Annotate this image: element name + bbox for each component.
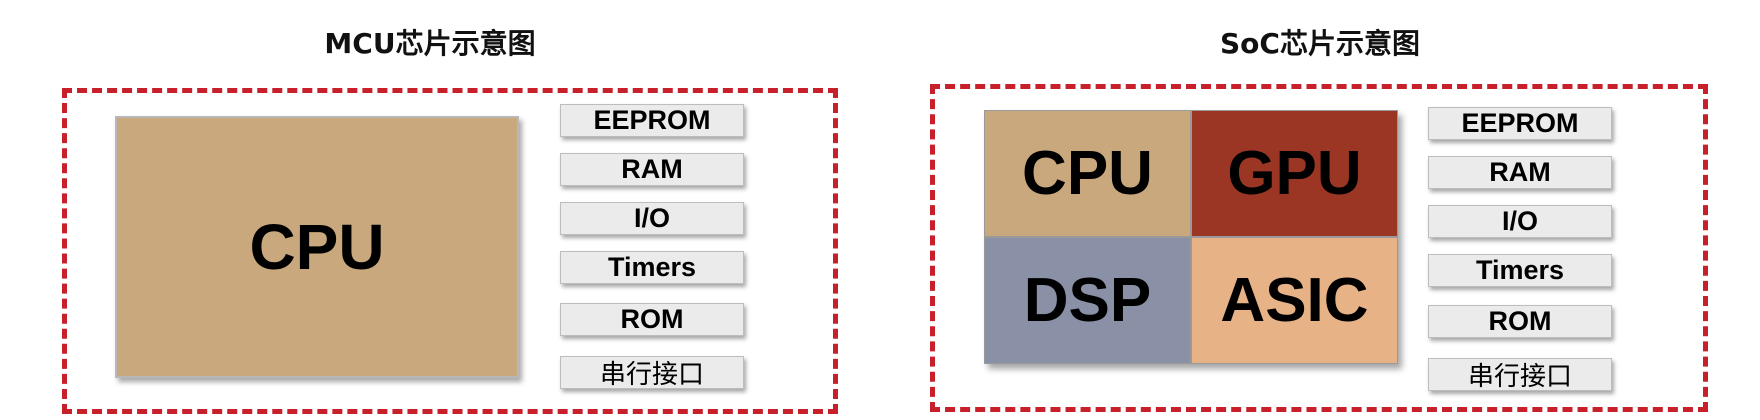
soc-module-eeprom: EEPROM	[1428, 107, 1612, 140]
soc-module-serial: 串行接口	[1428, 358, 1612, 392]
soc-core-dsp: DSP	[984, 237, 1191, 364]
soc-core-asic: ASIC	[1191, 237, 1398, 364]
mcu-chip-boundary	[62, 88, 838, 414]
mcu-cpu-block: CPU	[115, 116, 519, 378]
mcu-module-timers: Timers	[560, 251, 744, 284]
soc-module-timers: Timers	[1428, 254, 1612, 287]
mcu-module-eeprom: EEPROM	[560, 104, 744, 137]
soc-module-io: I/O	[1428, 205, 1612, 238]
mcu-module-serial: 串行接口	[560, 356, 744, 390]
soc-module-rom: ROM	[1428, 305, 1612, 338]
soc-core-cpu: CPU	[984, 110, 1191, 237]
mcu-title: MCU芯片示意图	[324, 27, 536, 60]
soc-title: SoC芯片示意图	[1220, 27, 1420, 60]
soc-chip-boundary	[930, 84, 1708, 412]
soc-core-gpu: GPU	[1191, 110, 1398, 237]
soc-module-ram: RAM	[1428, 156, 1612, 189]
mcu-module-ram: RAM	[560, 153, 744, 186]
mcu-module-io: I/O	[560, 202, 744, 235]
mcu-module-rom: ROM	[560, 303, 744, 336]
